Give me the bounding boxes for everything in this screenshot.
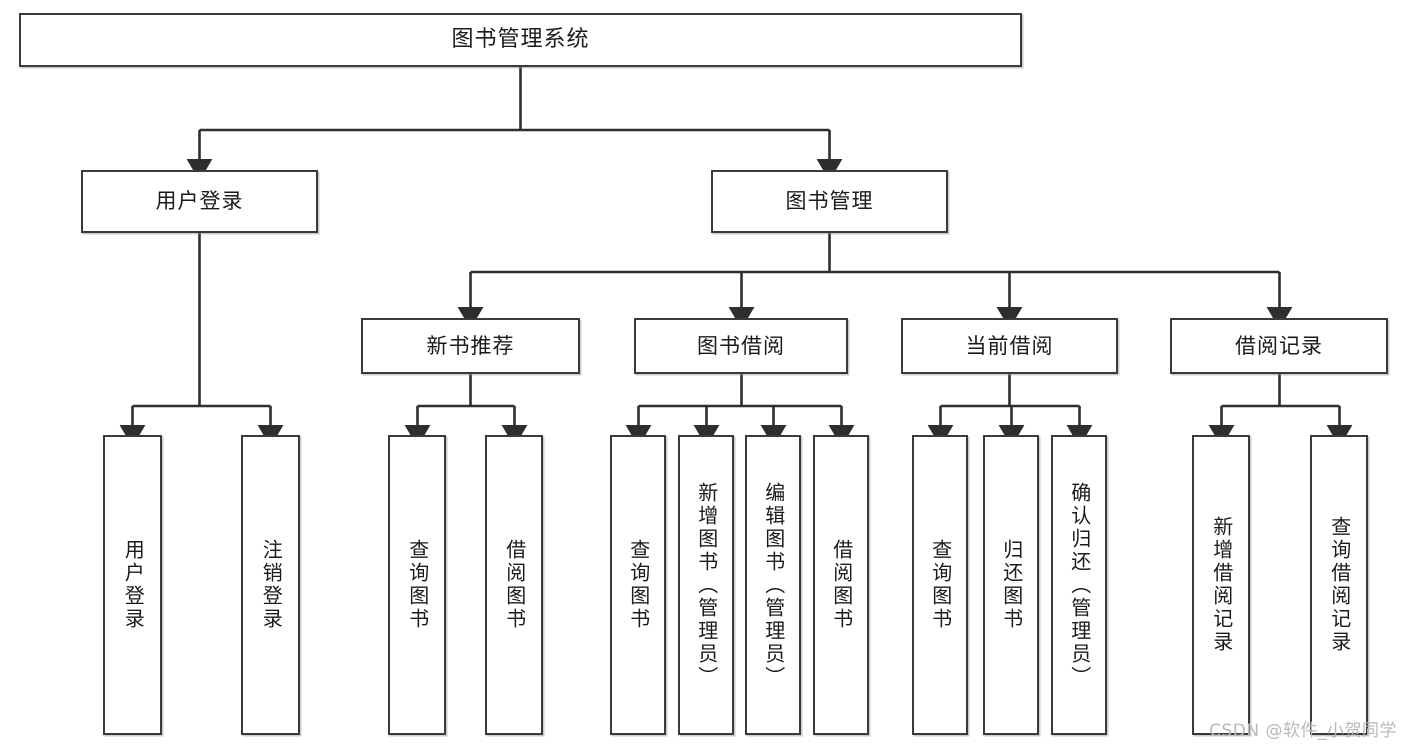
- node-user-login-label: 用户登录: [155, 189, 244, 214]
- node-leaf-logout[interactable]: 注销登录: [241, 435, 300, 735]
- node-book-manage-label: 图书管理: [785, 189, 874, 214]
- node-leaf-query-borrow-record[interactable]: 查询借阅记录: [1310, 435, 1368, 735]
- node-leaf-return-books[interactable]: 归还图书: [983, 435, 1039, 735]
- node-leaf-logout-label: 注销登录: [259, 539, 284, 631]
- node-book-borrow[interactable]: 图书借阅: [634, 318, 848, 374]
- node-current-borrow-label: 当前借阅: [965, 333, 1054, 358]
- node-leaf-query-books-3-label: 查询图书: [928, 539, 953, 631]
- node-leaf-query-books-1[interactable]: 查询图书: [388, 435, 446, 735]
- node-root-label: 图书管理系统: [451, 27, 590, 53]
- node-leaf-query-borrow-record-label: 查询借阅记录: [1327, 516, 1352, 654]
- node-leaf-borrow-books-1-label: 借阅图书: [502, 539, 527, 631]
- node-leaf-query-books-1-label: 查询图书: [405, 539, 430, 631]
- node-current-borrow[interactable]: 当前借阅: [901, 318, 1118, 374]
- node-leaf-confirm-return-admin[interactable]: 确认归还（管理员）: [1051, 435, 1107, 735]
- node-leaf-return-books-label: 归还图书: [999, 539, 1024, 631]
- node-root[interactable]: 图书管理系统: [19, 13, 1022, 67]
- node-book-borrow-label: 图书借阅: [697, 333, 785, 358]
- node-leaf-edit-book-admin-label: 编辑图书（管理员）: [761, 481, 786, 689]
- node-leaf-query-books-2-label: 查询图书: [626, 539, 651, 631]
- node-new-book-recommend-label: 新书推荐: [426, 333, 515, 358]
- node-new-book-recommend[interactable]: 新书推荐: [361, 318, 580, 374]
- node-book-manage[interactable]: 图书管理: [711, 170, 948, 233]
- watermark: CSDN @软件_小贺同学: [1209, 721, 1397, 741]
- node-leaf-confirm-return-admin-label: 确认归还（管理员）: [1067, 481, 1092, 689]
- node-user-login[interactable]: 用户登录: [81, 170, 318, 233]
- node-leaf-borrow-books-1[interactable]: 借阅图书: [485, 435, 543, 735]
- node-leaf-user-login[interactable]: 用户登录: [103, 435, 162, 735]
- node-leaf-query-books-2[interactable]: 查询图书: [610, 435, 666, 735]
- node-leaf-edit-book-admin[interactable]: 编辑图书（管理员）: [745, 435, 801, 735]
- node-leaf-add-borrow-record[interactable]: 新增借阅记录: [1192, 435, 1250, 735]
- node-leaf-query-books-3[interactable]: 查询图书: [912, 435, 968, 735]
- node-leaf-user-login-label: 用户登录: [121, 539, 146, 631]
- node-leaf-borrow-books-2[interactable]: 借阅图书: [813, 435, 869, 735]
- node-borrow-record[interactable]: 借阅记录: [1170, 318, 1388, 374]
- node-leaf-add-borrow-record-label: 新增借阅记录: [1209, 516, 1234, 654]
- node-borrow-record-label: 借阅记录: [1235, 333, 1323, 358]
- node-leaf-borrow-books-2-label: 借阅图书: [829, 539, 854, 631]
- node-leaf-add-book-admin-label: 新增图书（管理员）: [694, 481, 719, 689]
- node-leaf-add-book-admin[interactable]: 新增图书（管理员）: [678, 435, 734, 735]
